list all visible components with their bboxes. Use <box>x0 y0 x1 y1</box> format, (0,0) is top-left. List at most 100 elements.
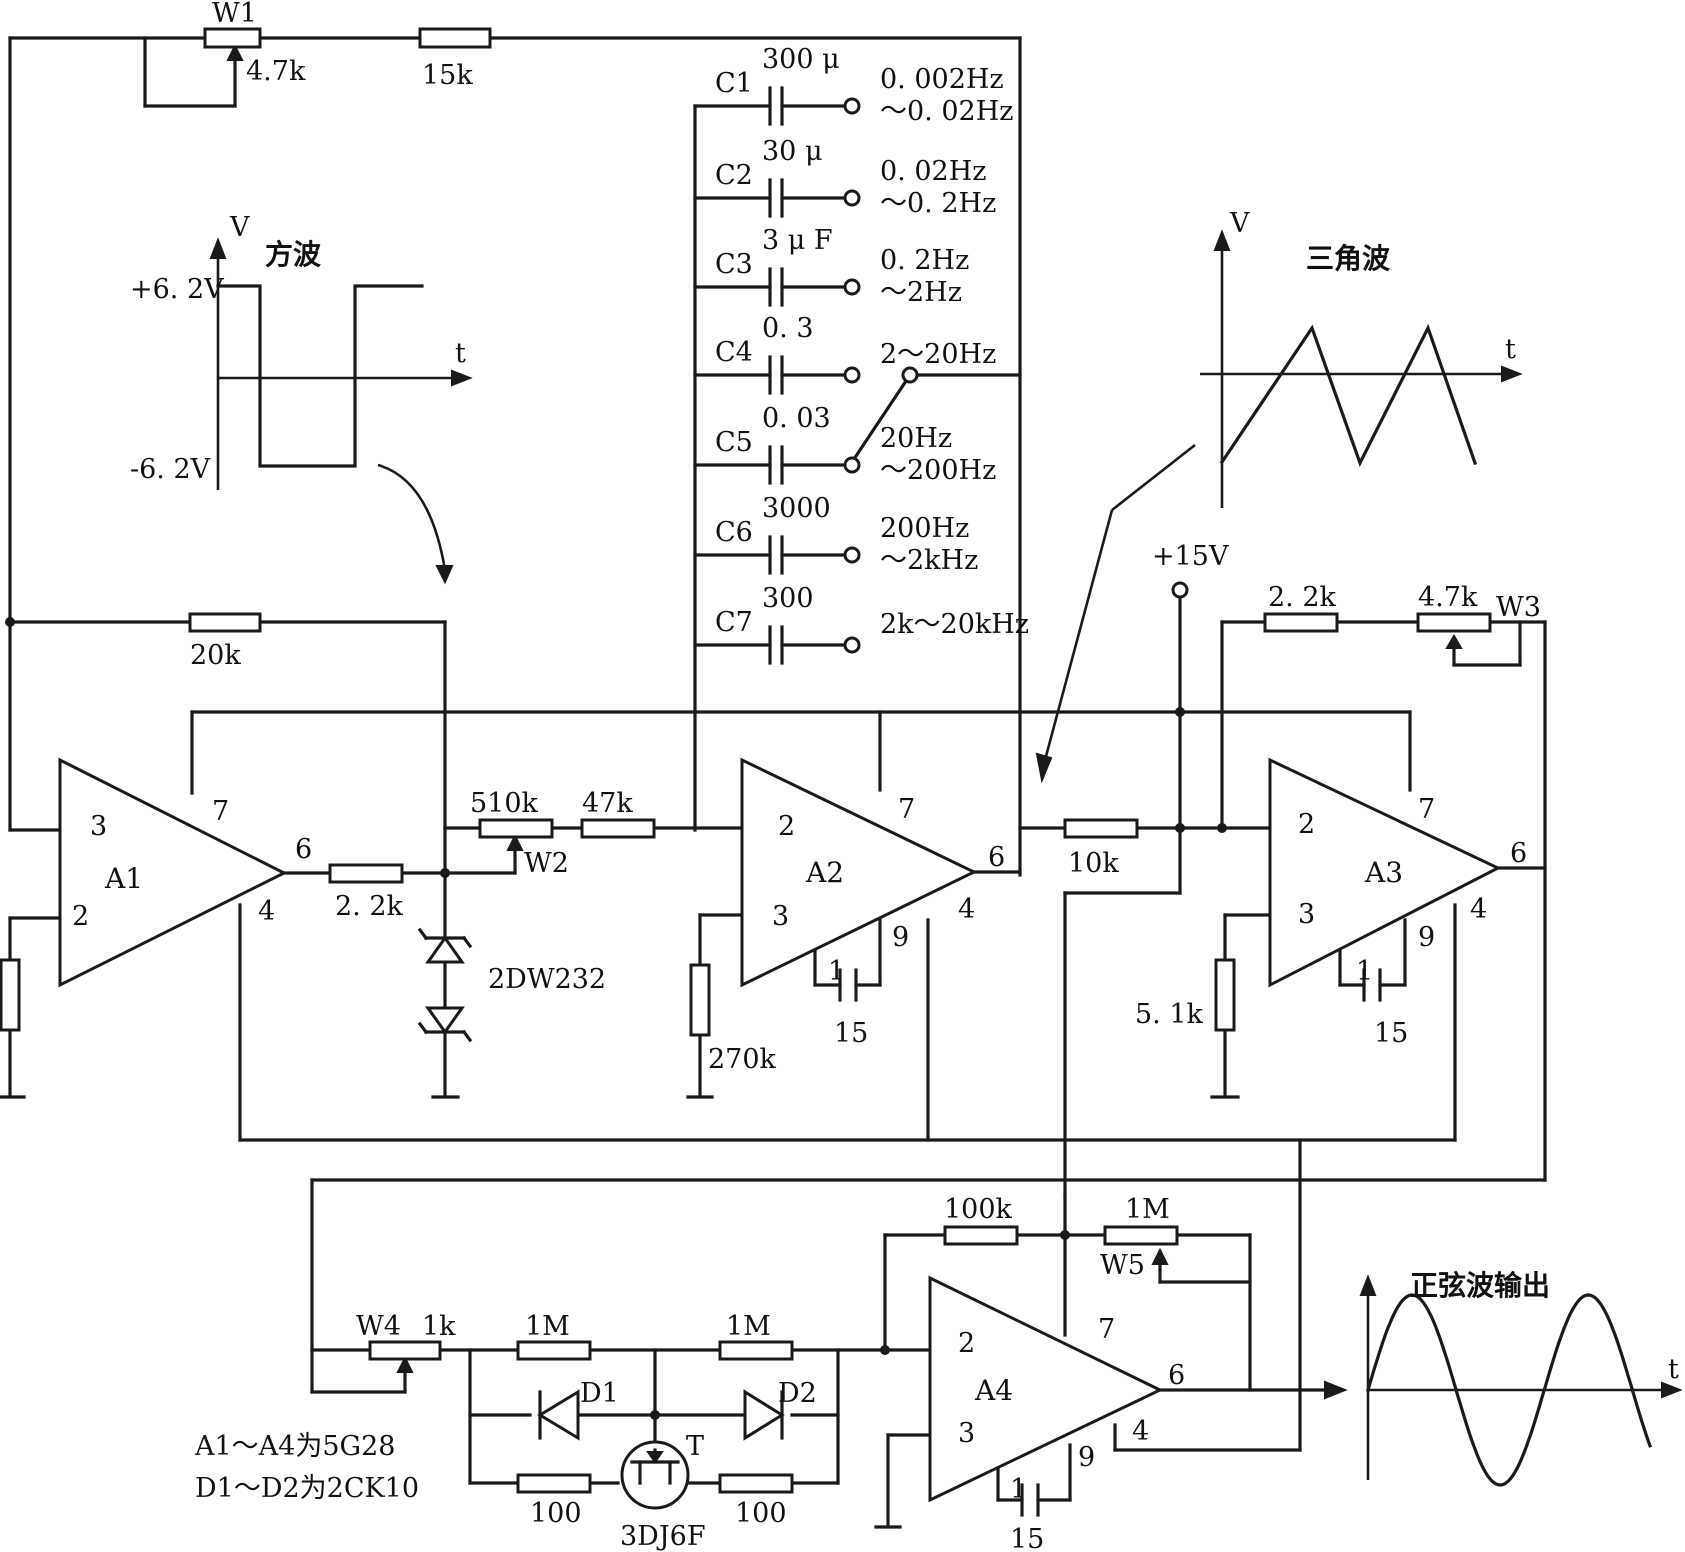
resistor-100-right <box>718 1473 794 1494</box>
a1-pin6: 6 <box>295 834 312 865</box>
a4-pin2: 2 <box>958 1328 975 1359</box>
capacitor-c7: C7 300 2k～20kHz <box>693 583 1029 665</box>
capacitor-c7-name: C7 <box>715 607 753 638</box>
a2-pin4: 4 <box>958 894 975 925</box>
note-opamps: A1～A4为5G28 <box>194 1431 395 1462</box>
zener-2dw232 <box>417 927 473 1043</box>
a4-pin1: 1 <box>1010 1474 1027 1505</box>
triangle-axis-t: t <box>1505 334 1516 365</box>
a3-opamp <box>1268 757 1502 988</box>
a2-name: A2 <box>805 856 844 889</box>
resistor-2k2-a1 <box>328 863 404 884</box>
resistor-100-left <box>516 1473 592 1494</box>
capacitor-c5-range-2: ～200Hz <box>880 455 996 486</box>
w1-name: W1 <box>212 0 257 29</box>
transistor-label: T <box>686 1431 704 1462</box>
w3-name: W3 <box>1496 592 1541 623</box>
a4-pin6: 6 <box>1168 1360 1185 1391</box>
w4-potentiometer <box>368 1340 442 1361</box>
resistor-100k-label: 100k <box>944 1194 1013 1225</box>
square-axis-v: V <box>229 212 250 243</box>
zener-label: 2DW232 <box>488 964 606 995</box>
supply-label: +15V <box>1152 541 1229 572</box>
resistor-100-right-label: 100 <box>735 1498 787 1529</box>
square-axis-t: t <box>455 338 466 369</box>
capacitor-c1-value: 300 μ <box>762 44 840 75</box>
top-feedback-path <box>8 36 1022 877</box>
a4-pin4: 4 <box>1132 1416 1149 1447</box>
capacitor-c2-value: 30 μ <box>762 136 823 167</box>
sine-axis-t: t <box>1668 1354 1679 1385</box>
a4-comp-cap: 15 <box>1010 1524 1044 1552</box>
a1-pin7: 7 <box>212 796 229 827</box>
resistor-20k <box>188 612 262 633</box>
resistor-1m-left <box>516 1340 592 1361</box>
a2-pin1: 1 <box>828 956 845 987</box>
a3-pin1: 1 <box>1356 956 1373 987</box>
capacitor-c4-name: C4 <box>715 337 753 368</box>
a3-pin4: 4 <box>1470 894 1487 925</box>
resistor-10k <box>1063 818 1139 839</box>
capacitor-c2: C2 30 μ 0. 02Hz～0. 2Hz <box>693 136 996 219</box>
a4-name: A4 <box>974 1374 1013 1407</box>
triangle-title: 三角波 <box>1306 242 1391 275</box>
jfet-transistor <box>620 1440 690 1510</box>
square-low-label: -6. 2V <box>130 454 211 485</box>
a4-pin3: 3 <box>958 1418 975 1449</box>
w2-potentiometer <box>478 818 554 839</box>
a4-pin9: 9 <box>1078 1442 1095 1473</box>
capacitor-c6-range-2: ～2kHz <box>880 545 978 576</box>
resistor-2k2-a3 <box>1263 612 1339 633</box>
w4-name: W4 <box>356 1311 401 1342</box>
resistor-20k-label: 20k <box>190 640 241 671</box>
capacitor-c1-name: C1 <box>715 68 753 99</box>
capacitor-c7-value: 300 <box>762 583 814 614</box>
capacitor-c3-value: 3 μ F <box>762 225 833 256</box>
a1-pin3: 3 <box>90 811 107 842</box>
a1-pin2: 2 <box>72 901 89 932</box>
a2-pin3: 3 <box>772 901 789 932</box>
a2-opamp <box>740 757 978 988</box>
a1-name: A1 <box>104 862 143 895</box>
capacitor-c3-range: 0. 2Hz <box>880 245 969 276</box>
resistor-15k <box>418 27 492 49</box>
a1-pin4: 4 <box>258 896 275 927</box>
triangle-wave-plot <box>1035 229 1523 784</box>
w1-potentiometer <box>203 27 262 49</box>
a4-wiring <box>310 1138 1547 1529</box>
resistor-2k2-a1-label: 2. 2k <box>335 891 404 922</box>
resistor-5k1 <box>1214 958 1236 1032</box>
capacitor-c7-range: 2k～20kHz <box>880 609 1029 640</box>
a2-pin6: 6 <box>988 842 1005 873</box>
w4-value: 1k <box>422 1311 456 1342</box>
capacitor-c2-range-2: ～0. 2Hz <box>880 188 996 219</box>
resistor-15k-label: 15k <box>422 60 473 91</box>
resistor-5k1-label: 5. 1k <box>1135 999 1204 1030</box>
capacitor-c6-range: 200Hz <box>880 513 969 544</box>
square-wave-plot <box>209 237 473 585</box>
capacitor-c4: C40. 32～20Hz <box>693 313 996 395</box>
a1-opamp <box>58 757 288 988</box>
capacitor-c1-range: 0. 002Hz <box>880 64 1004 95</box>
capacitor-c3-name: C3 <box>715 249 753 280</box>
resistor-1m-right <box>718 1340 794 1361</box>
a3-name: A3 <box>1364 856 1403 889</box>
a2-pin7: 7 <box>898 794 915 825</box>
w3-potentiometer <box>1416 612 1492 633</box>
capacitor-c3-range-2: ～2Hz <box>880 277 962 308</box>
w5-potentiometer <box>1103 1225 1179 1246</box>
capacitor-c2-name: C2 <box>715 160 753 191</box>
capacitor-c6-value: 3000 <box>762 493 831 524</box>
a2-pin9: 9 <box>892 922 909 953</box>
supply-terminal <box>1171 581 1189 599</box>
capacitor-c5-name: C5 <box>715 427 753 458</box>
capacitor-c5-range: 20Hz <box>880 423 952 454</box>
capacitor-c2-range: 0. 02Hz <box>880 156 986 187</box>
w2-value: 510k <box>470 788 539 819</box>
triangle-axis-v: V <box>1229 208 1250 239</box>
sine-title: 正弦波输出 <box>1410 1269 1550 1302</box>
